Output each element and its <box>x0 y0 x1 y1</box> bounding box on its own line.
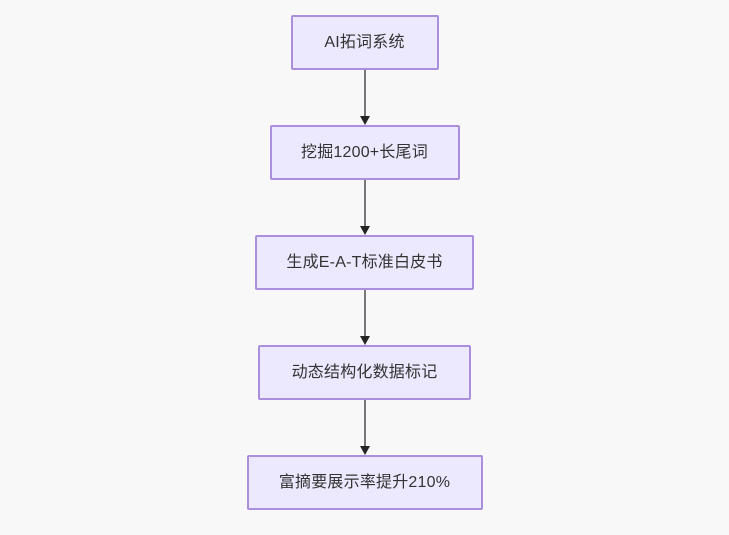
flow-connector-4 <box>355 400 375 455</box>
flow-node-label: AI拓词系统 <box>324 33 405 51</box>
connector-line <box>363 400 366 448</box>
connector-line <box>363 290 366 338</box>
flow-node-rich-snippet-impression-uplift[interactable]: 富摘要展示率提升210% <box>246 455 483 510</box>
flow-node-label: 挖掘1200+长尾词 <box>301 143 428 161</box>
connector-line <box>363 70 366 118</box>
arrow-down-icon <box>359 226 370 235</box>
flow-node-dynamic-structured-data-markup[interactable]: 动态结构化数据标记 <box>258 345 471 400</box>
flow-connector-1 <box>355 70 375 125</box>
flow-node-ai-keyword-system[interactable]: AI拓词系统 <box>290 15 439 70</box>
flow-connector-2 <box>355 180 375 235</box>
flow-node-generate-eat-whitepaper[interactable]: 生成E-A-T标准白皮书 <box>255 235 474 290</box>
flow-connector-3 <box>355 290 375 345</box>
connector-line <box>363 180 366 228</box>
flow-node-label: 动态结构化数据标记 <box>291 363 438 381</box>
arrow-down-icon <box>359 336 370 345</box>
flow-node-label: 生成E-A-T标准白皮书 <box>286 253 443 271</box>
flow-node-mine-longtail-keywords[interactable]: 挖掘1200+长尾词 <box>269 125 460 180</box>
arrow-down-icon <box>359 446 370 455</box>
arrow-down-icon <box>359 116 370 125</box>
flow-node-label: 富摘要展示率提升210% <box>278 473 451 491</box>
